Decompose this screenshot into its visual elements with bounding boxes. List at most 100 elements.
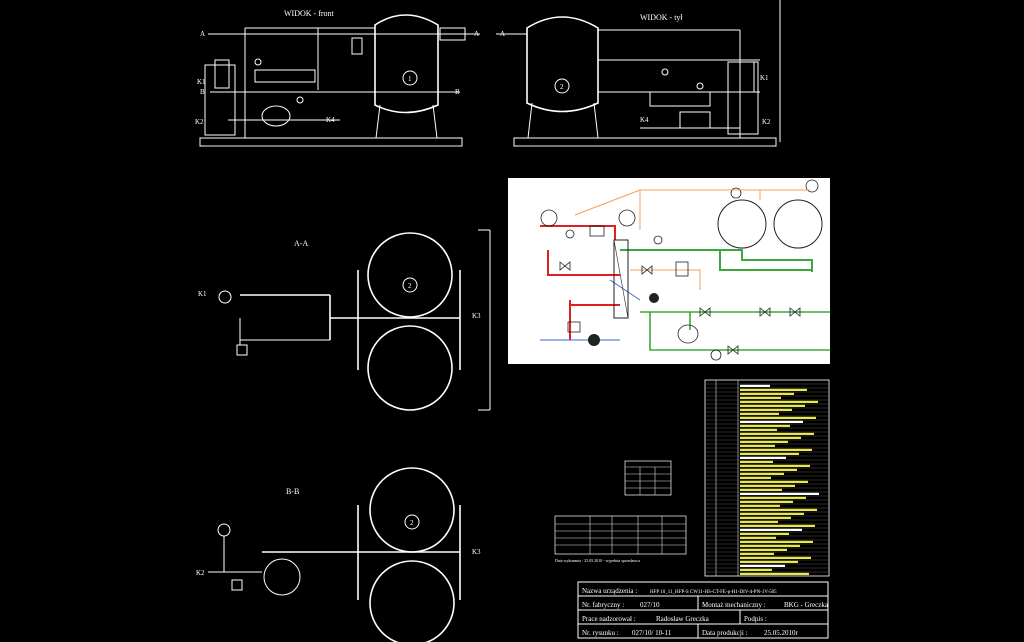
- front-view-title: WIDOK - front: [284, 9, 335, 18]
- parts-row-text-placeholder: [740, 492, 819, 495]
- pid-expansion-vessel: [677, 324, 699, 344]
- parts-row-text-placeholder: [740, 468, 797, 471]
- device-value: HFP 10_11_HFP-S CW11-HS-CT-FE-p-H1-DIV-4…: [650, 590, 777, 595]
- assembly-label: Montaż mechaniczny :: [702, 601, 766, 609]
- section-aa-tank-2-number: 2: [408, 282, 412, 290]
- section-aa-marker-k3: K3: [472, 312, 481, 320]
- section-aa-tank-2: [367, 232, 453, 318]
- front-frame: [204, 64, 236, 136]
- parts-list-rows: [705, 383, 829, 575]
- parts-row-text-placeholder: [740, 436, 801, 439]
- drawing-number-label: Nr. rysunku :: [582, 629, 619, 637]
- parts-row-text-placeholder: [740, 564, 785, 567]
- back-manifold: [649, 91, 711, 107]
- back-view-title: WIDOK - tył: [640, 13, 683, 22]
- section-aa-tank-2-number-circle: [402, 277, 418, 293]
- parts-row-text-placeholder: [740, 388, 807, 391]
- parts-row-text-placeholder: [740, 408, 792, 411]
- center-small-table: [624, 460, 672, 496]
- section-bb-marker-k2: K2: [196, 569, 205, 577]
- front-marker-b-left: B: [200, 88, 205, 96]
- section-aa-title: A-A: [294, 239, 308, 248]
- parts-row-text-placeholder: [740, 540, 813, 543]
- title-block: Nazwa urządzenia : HFP 10_11_HFP-S CW11-…: [577, 581, 829, 639]
- parts-row-text-placeholder: [740, 512, 804, 515]
- parts-row-text-placeholder: [740, 472, 784, 475]
- front-pump: [214, 59, 230, 89]
- parts-row-text-placeholder: [740, 396, 781, 399]
- parts-row-text-placeholder: [740, 432, 814, 435]
- back-marker-k4: K4: [640, 116, 649, 124]
- front-marker-k1: K1: [197, 78, 206, 86]
- section-bb-tank-2-number-circle: [404, 514, 420, 530]
- parts-row-text-placeholder: [740, 440, 788, 443]
- parts-row-text-placeholder: [740, 480, 808, 483]
- parts-row-text-placeholder: [740, 400, 818, 403]
- supervisor-label: Prace nadzorował :: [582, 615, 636, 623]
- parts-row-text-placeholder: [740, 456, 786, 459]
- parts-row-text-placeholder: [740, 392, 794, 395]
- back-base: [513, 137, 777, 147]
- parts-row-text-placeholder: [740, 428, 777, 431]
- section-aa: A-A 2 K1 K3: [198, 229, 491, 411]
- parts-row-text-placeholder: [740, 444, 775, 447]
- parts-row-text-placeholder: [740, 420, 803, 423]
- front-base: [199, 137, 463, 147]
- section-bb-tank-1: [369, 560, 455, 642]
- front-view: WIDOK - front 1 A A B B K1 K2 K4: [195, 9, 480, 147]
- back-tank-2: [526, 16, 599, 113]
- production-date-label: Data produkcji :: [702, 629, 748, 637]
- table-note: Data wykonania : 25.05.2010 - wypełnia s…: [555, 558, 640, 563]
- parts-row-text-placeholder: [740, 452, 799, 455]
- front-marker-k2: K2: [195, 118, 204, 126]
- parts-row-text-placeholder: [740, 532, 789, 535]
- section-aa-tank-1: [367, 325, 453, 411]
- parts-row-text-placeholder: [740, 552, 774, 555]
- parts-row-text-placeholder: [740, 536, 776, 539]
- parts-row-text-placeholder: [740, 556, 811, 559]
- parts-row-text-placeholder: [740, 496, 806, 499]
- parts-row-text-placeholder: [740, 504, 780, 507]
- back-marker-a: A: [500, 30, 505, 38]
- front-marker-a-right: A: [474, 30, 479, 38]
- center-table-frame: [624, 460, 672, 496]
- parts-row-text-placeholder: [740, 476, 771, 479]
- pid-heat-exchanger: [613, 239, 629, 319]
- front-expansion-vessel: [261, 105, 291, 127]
- parts-row-text-placeholder: [740, 548, 787, 551]
- front-tank-1-number: 1: [408, 75, 412, 83]
- parts-list: [704, 379, 830, 577]
- back-view: WIDOK - tył 2 A K1 K2 K4: [496, 0, 781, 147]
- serial-value: 027/10: [640, 601, 660, 609]
- back-tank-2-number-circle: [554, 78, 570, 94]
- connections-table-frame: [554, 515, 687, 555]
- back-marker-k2: K2: [762, 118, 771, 126]
- parts-row-text-placeholder: [740, 544, 800, 547]
- parts-row-text-placeholder: [740, 560, 798, 563]
- parts-row-text-placeholder: [740, 520, 778, 523]
- section-bb-tank-2-number: 2: [410, 519, 414, 527]
- section-bb-expansion-vessel: [263, 558, 301, 596]
- parts-row-text-placeholder: [740, 508, 817, 511]
- back-marker-k1: K1: [760, 74, 769, 82]
- parts-row-text-placeholder: [740, 416, 816, 419]
- front-marker-k4: K4: [326, 116, 335, 124]
- parts-row-text-placeholder: [740, 528, 802, 531]
- section-bb-pressure-gauge: [217, 523, 231, 537]
- parts-row-text-placeholder: [740, 404, 805, 407]
- section-bb-marker-k3: K3: [472, 548, 481, 556]
- pid-schematic: [508, 178, 830, 364]
- section-aa-pump: [218, 290, 232, 304]
- section-bb: B-B 2 K2 K3: [196, 467, 481, 642]
- parts-list-frame: [704, 379, 830, 577]
- production-date-value: 25.05.2010r: [764, 629, 799, 637]
- parts-row-text-placeholder: [740, 464, 810, 467]
- parts-row-text-placeholder: [740, 448, 812, 451]
- parts-row-text-placeholder: [740, 384, 770, 387]
- parts-row-text-placeholder: [740, 460, 773, 463]
- section-aa-marker-k1: K1: [198, 290, 207, 298]
- parts-row-text-placeholder: [740, 488, 782, 491]
- parts-row-text-placeholder: [740, 572, 809, 575]
- parts-row-text-placeholder: [740, 424, 790, 427]
